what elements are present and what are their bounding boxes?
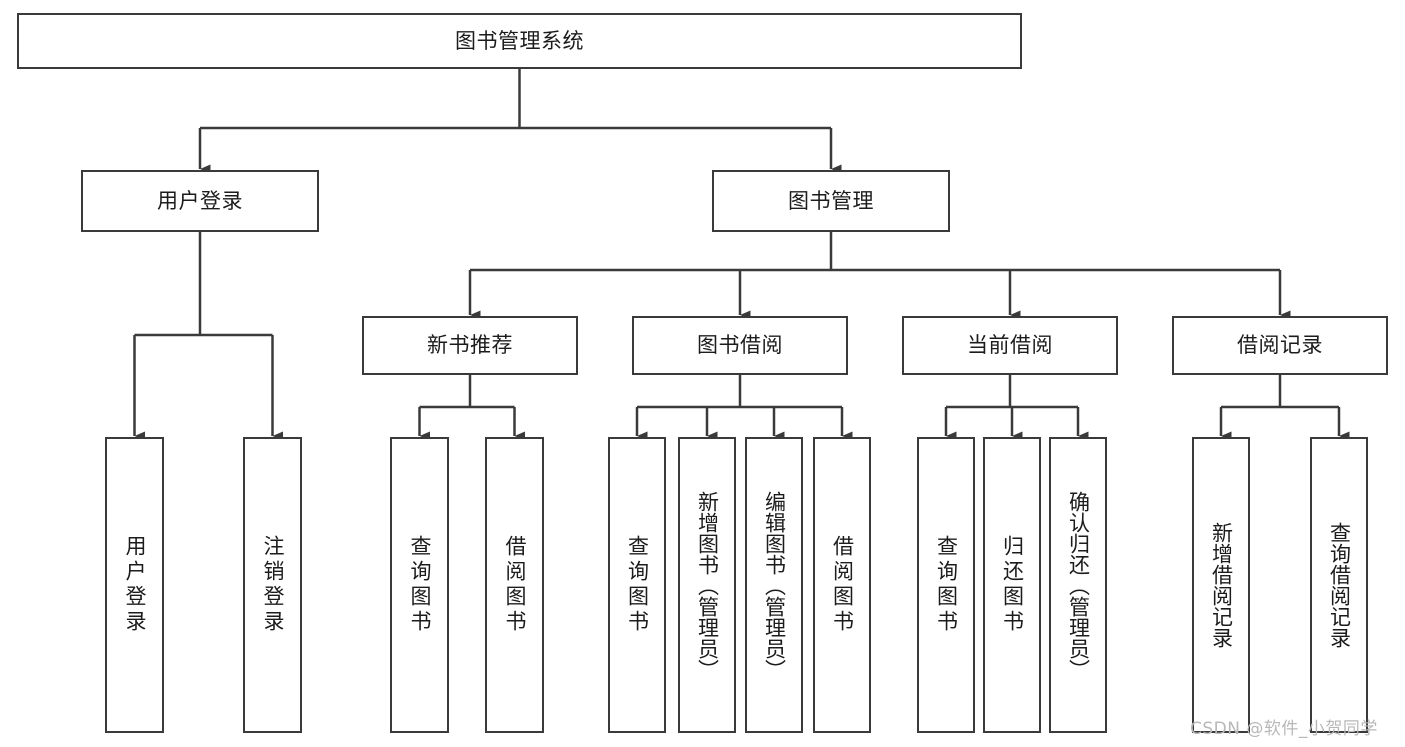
- node-book-manage[interactable]: 图书管理: [712, 170, 950, 232]
- node-leaf-add-book[interactable]: 新增图书（管理员）: [678, 437, 736, 733]
- node-label: 新增借阅记录: [1209, 522, 1234, 648]
- node-label: 当前借阅: [967, 333, 1053, 358]
- node-new-book-rec[interactable]: 新书推荐: [362, 316, 578, 375]
- node-label: 借阅图书: [503, 535, 527, 635]
- node-user-login[interactable]: 用户登录: [81, 170, 319, 232]
- edge-group: [133, 69, 1350, 441]
- node-leaf-add-record[interactable]: 新增借阅记录: [1192, 437, 1250, 733]
- node-label: 借阅记录: [1237, 333, 1323, 358]
- node-leaf-return-book[interactable]: 归还图书: [983, 437, 1041, 733]
- node-label: 归还图书: [1000, 535, 1025, 635]
- node-borrow-record[interactable]: 借阅记录: [1172, 316, 1388, 375]
- node-leaf-logout[interactable]: 注销登录: [243, 437, 302, 733]
- node-root[interactable]: 图书管理系统: [17, 13, 1022, 69]
- node-label: 编辑图书（管理员）: [762, 490, 787, 680]
- node-leaf-query-record[interactable]: 查询借阅记录: [1310, 437, 1368, 733]
- node-leaf-confirm-return[interactable]: 确认归还（管理员）: [1049, 437, 1107, 733]
- node-book-borrow[interactable]: 图书借阅: [632, 316, 848, 375]
- node-label: 新增图书（管理员）: [695, 490, 720, 680]
- node-leaf-edit-book[interactable]: 编辑图书（管理员）: [745, 437, 803, 733]
- watermark-text: CSDN @软件_小贺同学: [1190, 719, 1378, 739]
- node-leaf-query-book-cur[interactable]: 查询图书: [917, 437, 975, 733]
- node-leaf-user-login[interactable]: 用户登录: [105, 437, 164, 733]
- node-label: 新书推荐: [427, 333, 513, 358]
- node-label: 查询借阅记录: [1327, 522, 1352, 648]
- node-leaf-borrow-book-rec[interactable]: 借阅图书: [485, 437, 544, 733]
- node-label: 查询图书: [408, 535, 432, 635]
- node-label: 用户登录: [123, 535, 147, 635]
- node-label: 图书借阅: [697, 333, 783, 358]
- node-label: 用户登录: [157, 188, 243, 213]
- node-current-borrow[interactable]: 当前借阅: [902, 316, 1118, 375]
- node-leaf-borrow-book[interactable]: 借阅图书: [813, 437, 871, 733]
- node-label: 图书管理系统: [455, 28, 584, 53]
- node-label: 查询图书: [934, 535, 959, 635]
- node-label: 借阅图书: [830, 535, 855, 635]
- node-label: 图书管理: [788, 188, 874, 213]
- node-label: 注销登录: [261, 535, 285, 635]
- node-leaf-query-book-borrow[interactable]: 查询图书: [608, 437, 666, 733]
- node-label: 确认归还（管理员）: [1066, 490, 1091, 680]
- node-leaf-query-book-rec[interactable]: 查询图书: [390, 437, 449, 733]
- node-label: 查询图书: [625, 535, 650, 635]
